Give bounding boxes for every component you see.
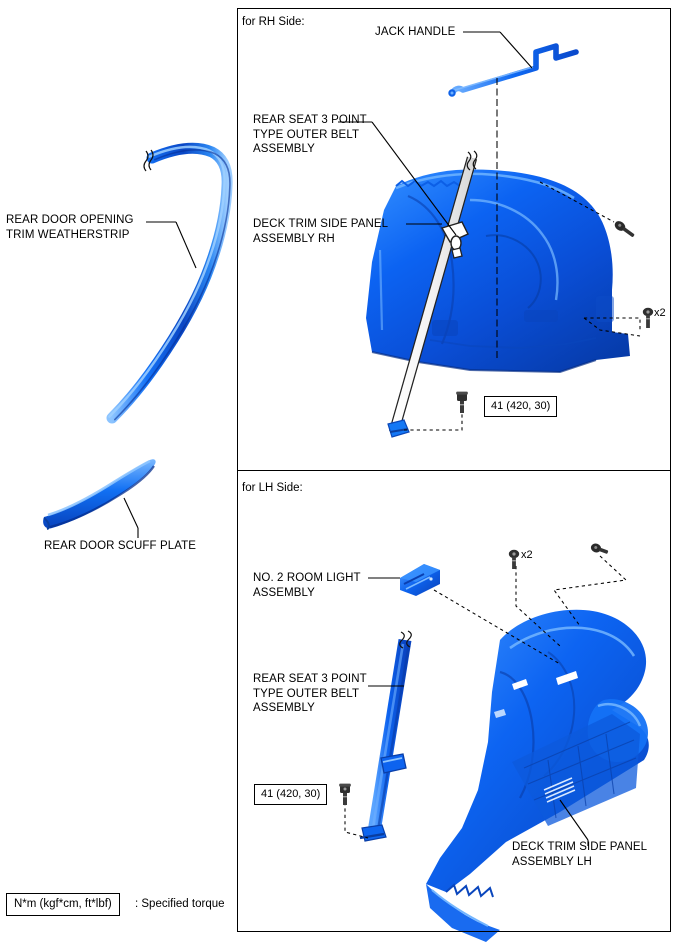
label-no2-room-light: NO. 2 ROOM LIGHT ASSEMBLY	[253, 572, 361, 599]
label-deck-trim-side-panel-rh: DECK TRIM SIDE PANEL ASSEMBLY RH	[253, 218, 389, 245]
label-rear-seat-belt-lh: REAR SEAT 3 POINT TYPE OUTER BELT ASSEMB…	[253, 673, 367, 714]
label-deck-trim-side-panel-lh: DECK TRIM SIDE PANEL ASSEMBLY LH	[512, 841, 648, 868]
label-jack-handle: JACK HANDLE	[375, 26, 456, 38]
jack-handle-art	[448, 43, 579, 97]
rh-fastener-x2	[583, 307, 654, 337]
lh-belt-anchor-bolt	[339, 783, 369, 839]
quantity-marker-rh: x2	[654, 307, 666, 319]
label-rear-door-scuff-plate: REAR DOOR SCUFF PLATE	[44, 540, 197, 552]
leader-belt-rh-2	[371, 121, 457, 236]
quantity-marker-lh: x2	[521, 549, 533, 561]
rh-belt-anchor-bolt	[404, 391, 468, 431]
legend-unit-box: N*m (kgf*cm, ft*lbf)	[6, 893, 120, 916]
label-rear-door-opening-trim-weatherstrip: REAR DOOR OPENING TRIM WEATHERSTRIP	[6, 214, 134, 241]
leader-scuff-plate	[123, 497, 139, 529]
leader-weatherstrip-2	[175, 221, 197, 269]
lh-room-light-dashed	[433, 589, 561, 665]
torque-box-rh: 41 (420, 30)	[484, 396, 558, 417]
rh-fastener-upper	[539, 181, 635, 237]
rear-seat-belt-lh-art	[359, 630, 412, 842]
deck-trim-side-panel-lh-art	[426, 609, 649, 942]
panel-divider	[237, 470, 671, 471]
leader-jack-handle-2	[499, 31, 533, 69]
panel-heading-lh: for LH Side:	[242, 482, 303, 494]
no2-room-light-art	[400, 564, 440, 596]
rear-door-opening-trim-weatherstrip-art	[106, 142, 233, 424]
rear-door-scuff-plate-art	[43, 459, 156, 530]
panel-heading-rh: for RH Side:	[242, 16, 305, 28]
torque-box-lh: 41 (420, 30)	[254, 784, 328, 805]
leader-deck-trim-lh	[559, 799, 589, 841]
lh-fastener-single	[553, 543, 628, 627]
lh-fastener-x2	[508, 549, 561, 647]
rear-seat-belt-rh-art	[387, 150, 478, 438]
legend-description: : Specified torque	[135, 898, 225, 910]
deck-trim-side-panel-rh-art	[366, 169, 630, 374]
label-rear-seat-belt-rh: REAR SEAT 3 POINT TYPE OUTER BELT ASSEMB…	[253, 114, 367, 155]
